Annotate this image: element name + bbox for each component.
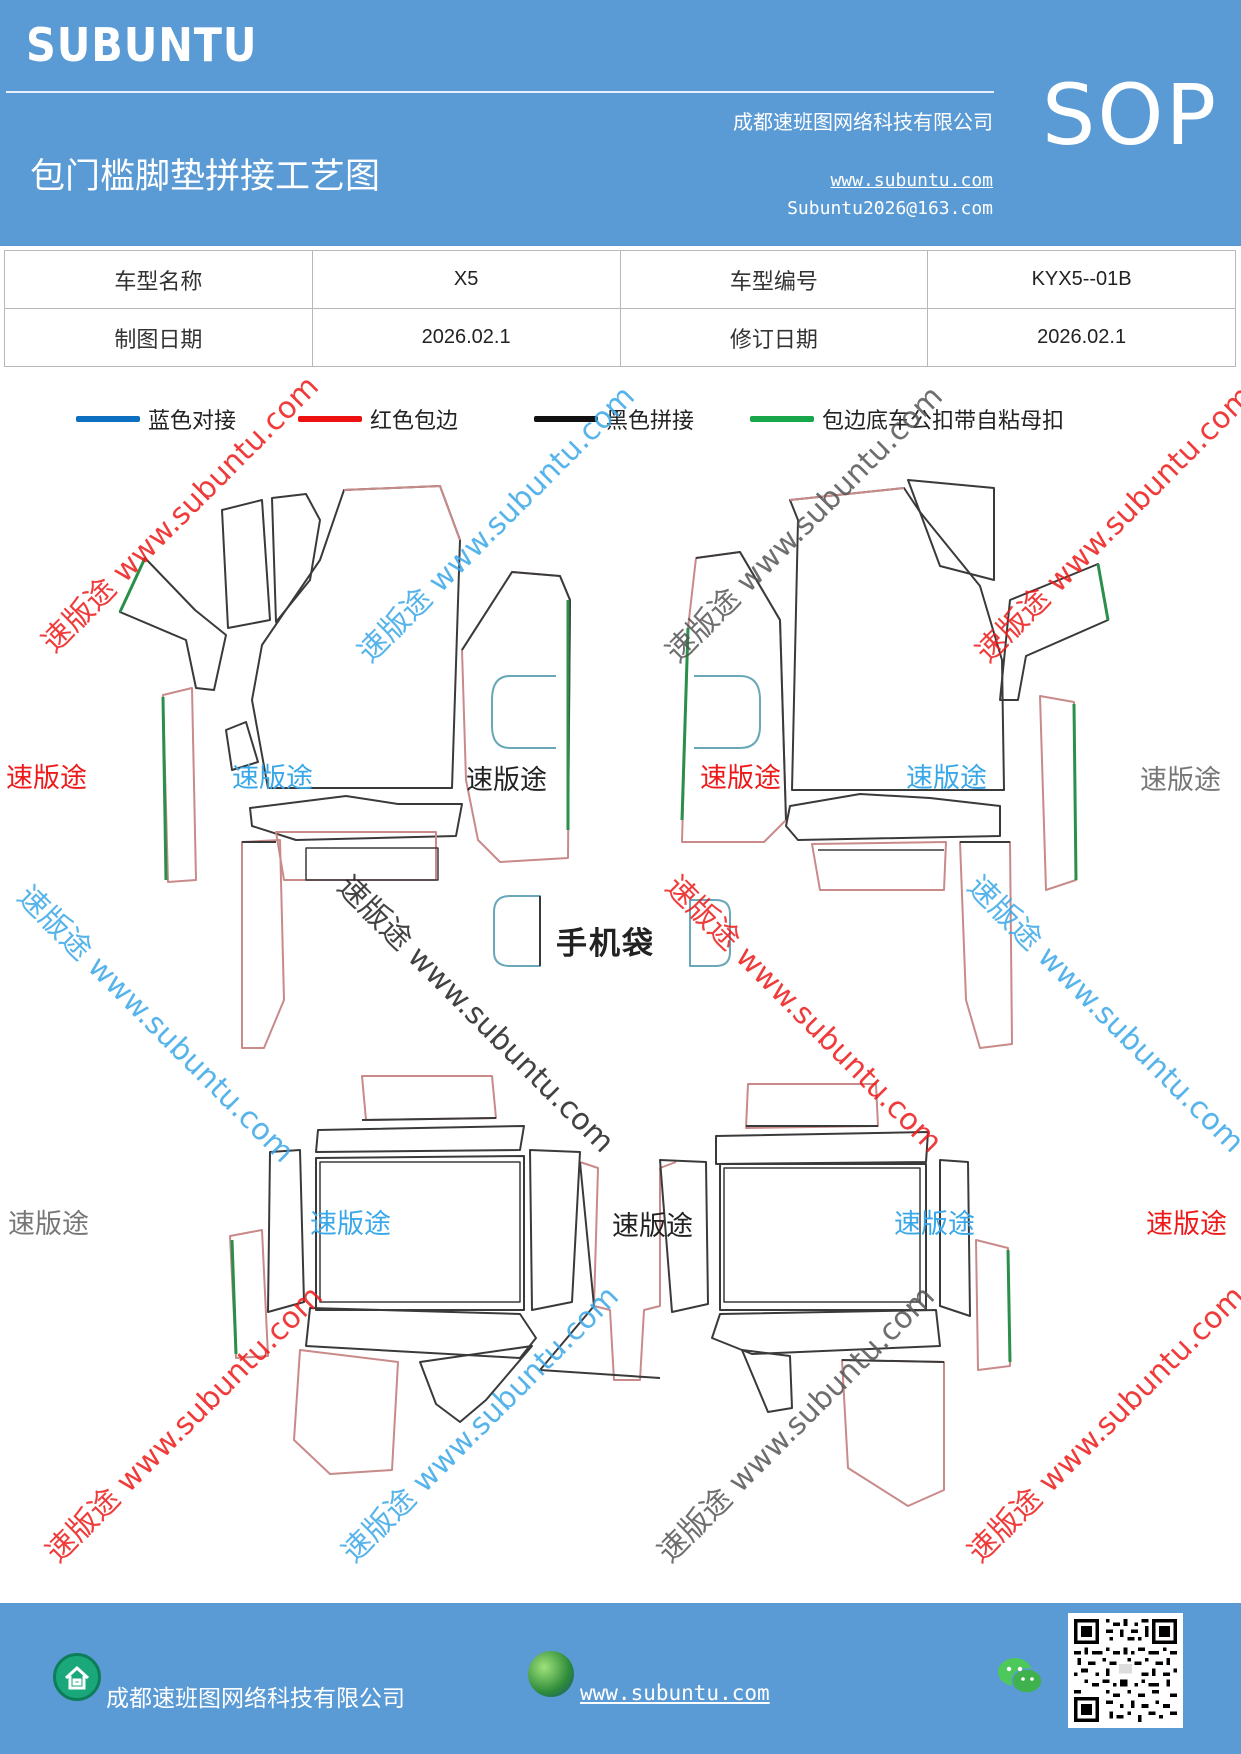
watermark-label: 速版途 [466, 765, 547, 796]
legend-item-blue: 蓝色对接 [76, 402, 236, 436]
watermark-label: 速版途 [310, 1209, 391, 1240]
watermark-label: 速版途 [8, 1209, 89, 1240]
legend-swatch [750, 416, 814, 422]
watermark-label: 速版途 [1140, 765, 1221, 796]
brand-logo: SUBUNTU [26, 18, 258, 72]
header-website-link[interactable]: www.subuntu.com [830, 170, 993, 191]
header-email: Subuntu2026@163.com [787, 198, 993, 219]
front-right-mat-group [680, 479, 1110, 1049]
globe-icon [528, 1651, 574, 1697]
legend-label: 黑色拼接 [606, 409, 695, 434]
watermark-label: 速版途 [894, 1209, 975, 1240]
header-divider [6, 91, 994, 93]
watermark-label: 速版途 [700, 763, 781, 794]
watermark-label: 速版途 [612, 1211, 693, 1242]
legend-label: 包边底车公扣带自粘母扣 [822, 409, 1065, 434]
legend-label: 蓝色对接 [148, 409, 237, 434]
table-row: 制图日期 2026.02.1 修订日期 2026.02.1 [4, 308, 1236, 367]
home-icon [53, 1653, 101, 1701]
front-left-mat-group [118, 485, 571, 1049]
revise-date-value: 2026.02.1 [927, 308, 1236, 367]
rear-left-mat-group [229, 1075, 677, 1475]
model-name-label: 车型名称 [4, 250, 313, 309]
watermark-label: 速版途 [1146, 1209, 1227, 1240]
qr-code[interactable] [1068, 1613, 1183, 1728]
watermark-label: 速版途 [232, 763, 313, 794]
table-row: 车型名称 X5 车型编号 KYX5--01B [4, 250, 1236, 309]
draw-date-value: 2026.02.1 [311, 308, 621, 367]
wechat-icon [998, 1658, 1043, 1694]
info-table: 车型名称 X5 车型编号 KYX5--01B 制图日期 2026.02.1 修订… [4, 250, 1236, 367]
model-code-value: KYX5--01B [927, 250, 1236, 309]
header-banner: SUBUNTU 成都速班图网络科技有限公司 包门槛脚垫拼接工艺图 www.sub… [0, 0, 1241, 246]
revise-date-label: 修订日期 [619, 308, 929, 367]
model-code-label: 车型编号 [619, 250, 929, 309]
legend-swatch [298, 416, 362, 422]
legend-item-black: 黑色拼接 [534, 402, 694, 436]
mat-drawing [118, 479, 1110, 1507]
legend-swatch [534, 416, 598, 422]
legend-label: 红色包边 [370, 409, 459, 434]
watermark-label: 速版途 [6, 763, 87, 794]
sop-badge: SOP [1042, 66, 1219, 164]
footer-website-link[interactable]: www.subuntu.com [580, 1681, 770, 1705]
page-title: 包门槛脚垫拼接工艺图 [30, 157, 381, 197]
rear-right-mat-group [659, 1083, 1012, 1507]
header-company: 成都速班图网络科技有限公司 [733, 110, 993, 134]
legend-item-red: 红色包边 [298, 402, 458, 436]
legend-item-green: 包边底车公扣带自粘母扣 [750, 402, 1064, 436]
draw-date-label: 制图日期 [4, 308, 313, 367]
legend-swatch [76, 416, 140, 422]
watermark-label: 速版途 [906, 763, 987, 794]
footer-banner: 成都速班图网络科技有限公司 www.subuntu.com [0, 1603, 1241, 1754]
phone-bag-label: 手机袋 [556, 926, 655, 962]
footer-company: 成都速班图网络科技有限公司 [106, 1686, 405, 1712]
model-name-value: X5 [311, 250, 621, 309]
